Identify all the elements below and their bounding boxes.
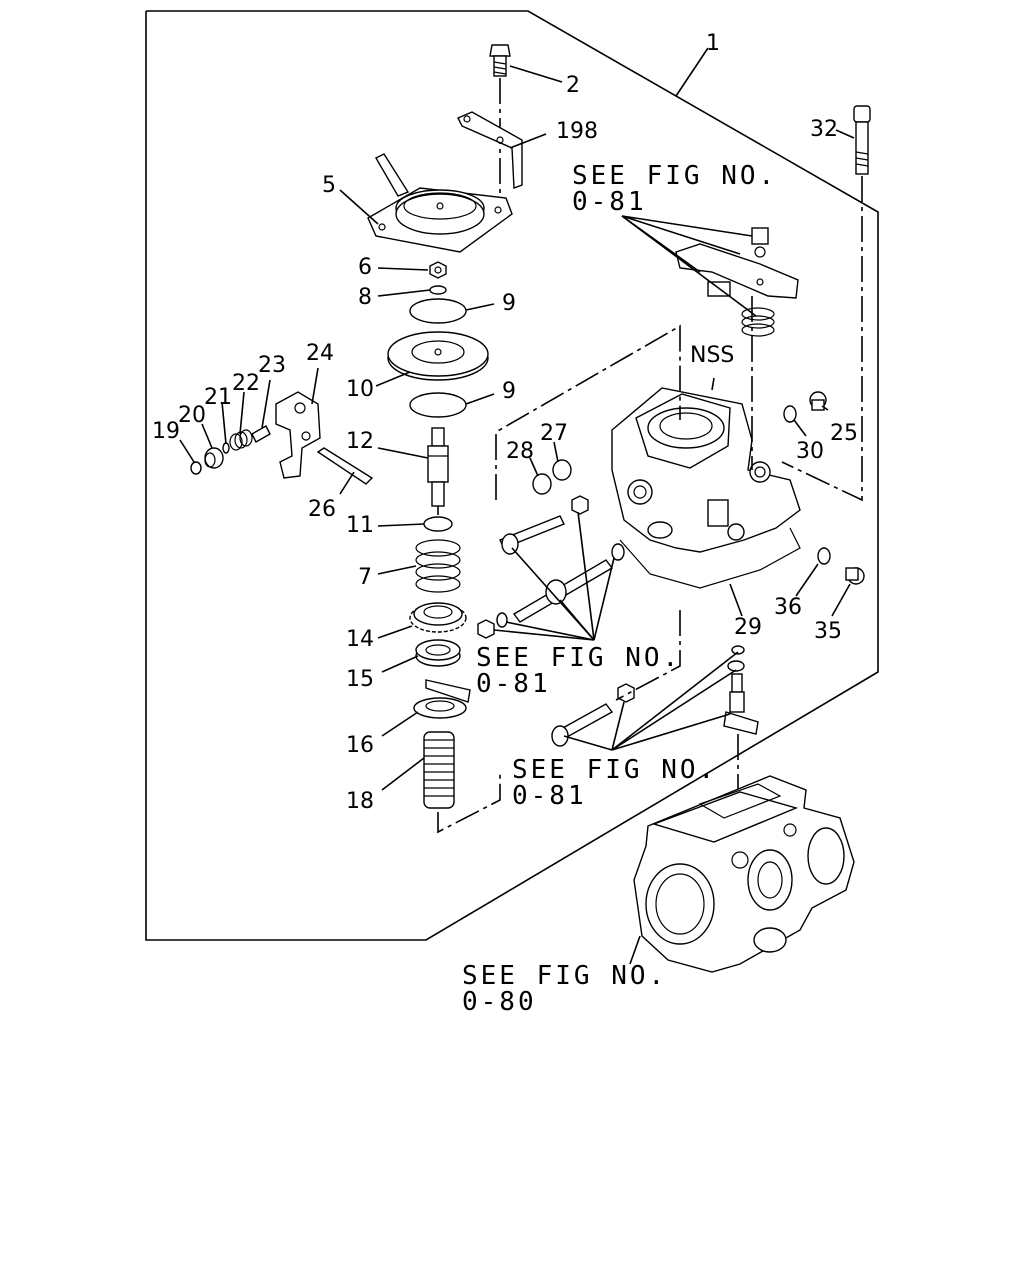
label-9a: 9 bbox=[502, 291, 516, 316]
part-nut-left-upper bbox=[571, 495, 589, 515]
label-15: 15 bbox=[346, 667, 374, 692]
ref-note-bottom-line1: SEE FIG NO. bbox=[462, 961, 667, 991]
part-pump-body bbox=[633, 775, 855, 973]
part-clip-19 bbox=[190, 461, 202, 475]
label-11: 11 bbox=[346, 513, 374, 538]
part-washer-36 bbox=[817, 547, 831, 565]
label-35: 35 bbox=[814, 619, 842, 644]
label-20: 20 bbox=[178, 403, 206, 428]
part-spring-22 bbox=[229, 429, 253, 451]
label-198: 198 bbox=[556, 119, 598, 144]
label-25: 25 bbox=[830, 421, 858, 446]
ref-note-mid-line2: 0-81 bbox=[476, 669, 551, 699]
part-ring-8 bbox=[429, 285, 447, 295]
label-16: 16 bbox=[346, 733, 374, 758]
label-26: 26 bbox=[308, 497, 336, 522]
assembly-boundary bbox=[145, 10, 879, 941]
label-12: 12 bbox=[346, 429, 374, 454]
part-housing-nss bbox=[611, 387, 801, 589]
label-2: 2 bbox=[566, 73, 580, 98]
label-7: 7 bbox=[358, 565, 372, 590]
part-cap-28 bbox=[532, 473, 552, 495]
part-bush-15 bbox=[415, 639, 461, 667]
part-cap-20 bbox=[204, 447, 224, 469]
label-nss: NSS bbox=[690, 343, 734, 368]
label-18: 18 bbox=[346, 789, 374, 814]
part-nut-6 bbox=[429, 261, 447, 279]
part-ring-lower bbox=[731, 645, 745, 655]
label-30: 30 bbox=[796, 439, 824, 464]
ref-note-upper-line2: 0-81 bbox=[572, 187, 647, 217]
label-5: 5 bbox=[322, 173, 336, 198]
ref-note-mid-line1: SEE FIG NO. bbox=[476, 643, 681, 673]
part-boot-18 bbox=[423, 731, 455, 809]
part-pin-lower bbox=[723, 673, 759, 735]
ref-note-upper-line1: SEE FIG NO. bbox=[572, 161, 777, 191]
label-22: 22 bbox=[232, 371, 260, 396]
part-screw-mid bbox=[512, 559, 614, 623]
part-screw-35 bbox=[845, 567, 865, 585]
part-screw-25 bbox=[809, 391, 827, 411]
part-bolt-32 bbox=[853, 105, 871, 175]
part-seat-11 bbox=[423, 516, 453, 532]
part-screw-left-upper bbox=[499, 515, 565, 555]
part-plunger-12 bbox=[427, 427, 449, 507]
label-36: 36 bbox=[774, 595, 802, 620]
label-8: 8 bbox=[358, 285, 372, 310]
label-6: 6 bbox=[358, 255, 372, 280]
part-lever-16 bbox=[413, 679, 471, 719]
ref-note-lower-line1: SEE FIG NO. bbox=[512, 755, 717, 785]
part-washer-lower bbox=[727, 660, 745, 672]
label-32: 32 bbox=[810, 117, 838, 142]
part-bolt-2 bbox=[489, 44, 511, 77]
part-screw-lower bbox=[550, 703, 614, 747]
part-washer-9b bbox=[409, 392, 467, 418]
label-14: 14 bbox=[346, 627, 374, 652]
label-23: 23 bbox=[258, 353, 286, 378]
part-nut-mid bbox=[477, 619, 495, 639]
part-gear-14 bbox=[409, 602, 467, 633]
label-27: 27 bbox=[540, 421, 568, 446]
part-bracket-198 bbox=[457, 111, 523, 189]
label-24: 24 bbox=[306, 341, 334, 366]
label-28: 28 bbox=[506, 439, 534, 464]
part-nut-lower bbox=[617, 683, 635, 703]
ref-note-bottom-line2: 0-80 bbox=[462, 987, 537, 1017]
label-19: 19 bbox=[152, 419, 180, 444]
part-pin-26 bbox=[316, 447, 374, 485]
part-spring-7 bbox=[415, 539, 461, 593]
part-pin-23 bbox=[251, 425, 271, 443]
part-washer-mid-2 bbox=[496, 612, 508, 628]
label-1: 1 bbox=[706, 31, 720, 56]
part-washer-21 bbox=[222, 442, 230, 454]
label-10: 10 bbox=[346, 377, 374, 402]
label-9b: 9 bbox=[502, 379, 516, 404]
part-washer-30 bbox=[783, 405, 797, 423]
label-29: 29 bbox=[734, 615, 762, 640]
part-washer-mid bbox=[611, 543, 625, 561]
label-21: 21 bbox=[204, 385, 232, 410]
part-lever-24 bbox=[275, 391, 321, 479]
ref-note-lower-line2: 0-81 bbox=[512, 781, 587, 811]
part-cap-27 bbox=[552, 459, 572, 481]
part-cover-5 bbox=[367, 153, 513, 253]
part-washer-9a bbox=[409, 298, 467, 324]
part-diaphragm-10 bbox=[387, 331, 489, 381]
part-spring-upper bbox=[741, 307, 775, 337]
